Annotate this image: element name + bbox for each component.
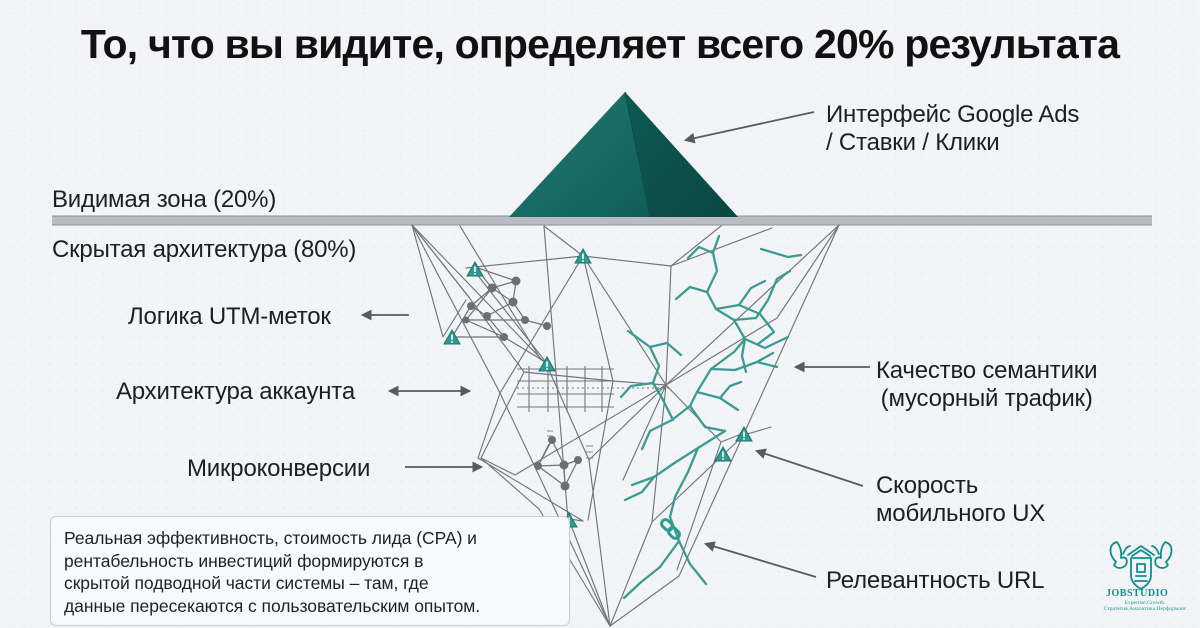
warning-icon	[574, 247, 592, 264]
summary-note-line1: Реальная эффективность, стоимость лида (…	[64, 528, 477, 548]
semantics-quality-line2: (мусорный трафик)	[880, 385, 1093, 413]
summary-note: Реальная эффективность, стоимость лида (…	[50, 516, 570, 626]
google-ads-callout: Интерфейс Google Ads / Ставки / Клики	[826, 101, 1079, 158]
utm-network-nodes	[462, 276, 551, 341]
warning-icon	[466, 260, 484, 277]
mobile-ux-speed-line2: мобильного UX	[876, 500, 1046, 528]
brand-tagline: Expertise.Growth. Стратегия.Аналитика.Пе…	[1101, 600, 1189, 613]
mobile-ux-speed-line1: Скорость	[876, 472, 979, 499]
brand-tagline-line1: Expertise.Growth.	[1124, 600, 1166, 606]
semantics-quality-callout: Качество семантики (мусорный трафик)	[876, 357, 1097, 414]
google-ads-callout-line1: Интерфейс Google Ads	[826, 101, 1080, 128]
callout-arrows	[360, 111, 870, 578]
teal-cracks	[619, 234, 803, 600]
warning-icon	[735, 425, 753, 442]
utm-logic-callout: Логика UTM-меток	[128, 303, 331, 330]
waterline	[52, 215, 1152, 226]
brand-name: JOBSTUDIO	[1106, 588, 1169, 599]
summary-note-line2: рентабельность инвестиций формируются в	[64, 550, 424, 571]
summary-note-line4: данные пересекаются с пользовательским о…	[64, 595, 481, 616]
account-grid	[517, 366, 670, 412]
brand-tagline-line2: Стратегия.Аналитика.Перформанс	[1103, 605, 1187, 612]
warning-icon	[443, 328, 461, 345]
jobstudio-logo-icon	[1109, 541, 1173, 590]
micro-network-detail	[547, 430, 593, 459]
semantics-quality-line1: Качество семантики	[876, 357, 1098, 384]
summary-note-line3: скрытой подводной части системы – там, г…	[64, 573, 429, 594]
page-title: То, что вы видите, определяет всего 20% …	[80, 21, 1120, 67]
google-ads-callout-line2: / Ставки / Клики	[826, 129, 1000, 157]
microconversions-callout: Микроконверсии	[187, 455, 371, 482]
mobile-ux-speed-callout: Скорость мобильного UX	[876, 472, 1045, 529]
micro-network	[537, 439, 579, 487]
micro-network-nodes	[534, 436, 582, 491]
broken-chain-icon	[660, 518, 681, 540]
account-architecture-callout: Архитектура аккаунта	[116, 378, 355, 405]
visible-zone-label: Видимая зона (20%)	[52, 186, 277, 213]
warning-icon	[714, 445, 732, 462]
url-relevance-callout: Релевантность URL	[826, 567, 1045, 594]
warning-icon	[538, 355, 556, 372]
visible-pyramid	[509, 91, 738, 218]
hidden-zone-label: Скрытая архитектура (80%)	[52, 236, 357, 263]
